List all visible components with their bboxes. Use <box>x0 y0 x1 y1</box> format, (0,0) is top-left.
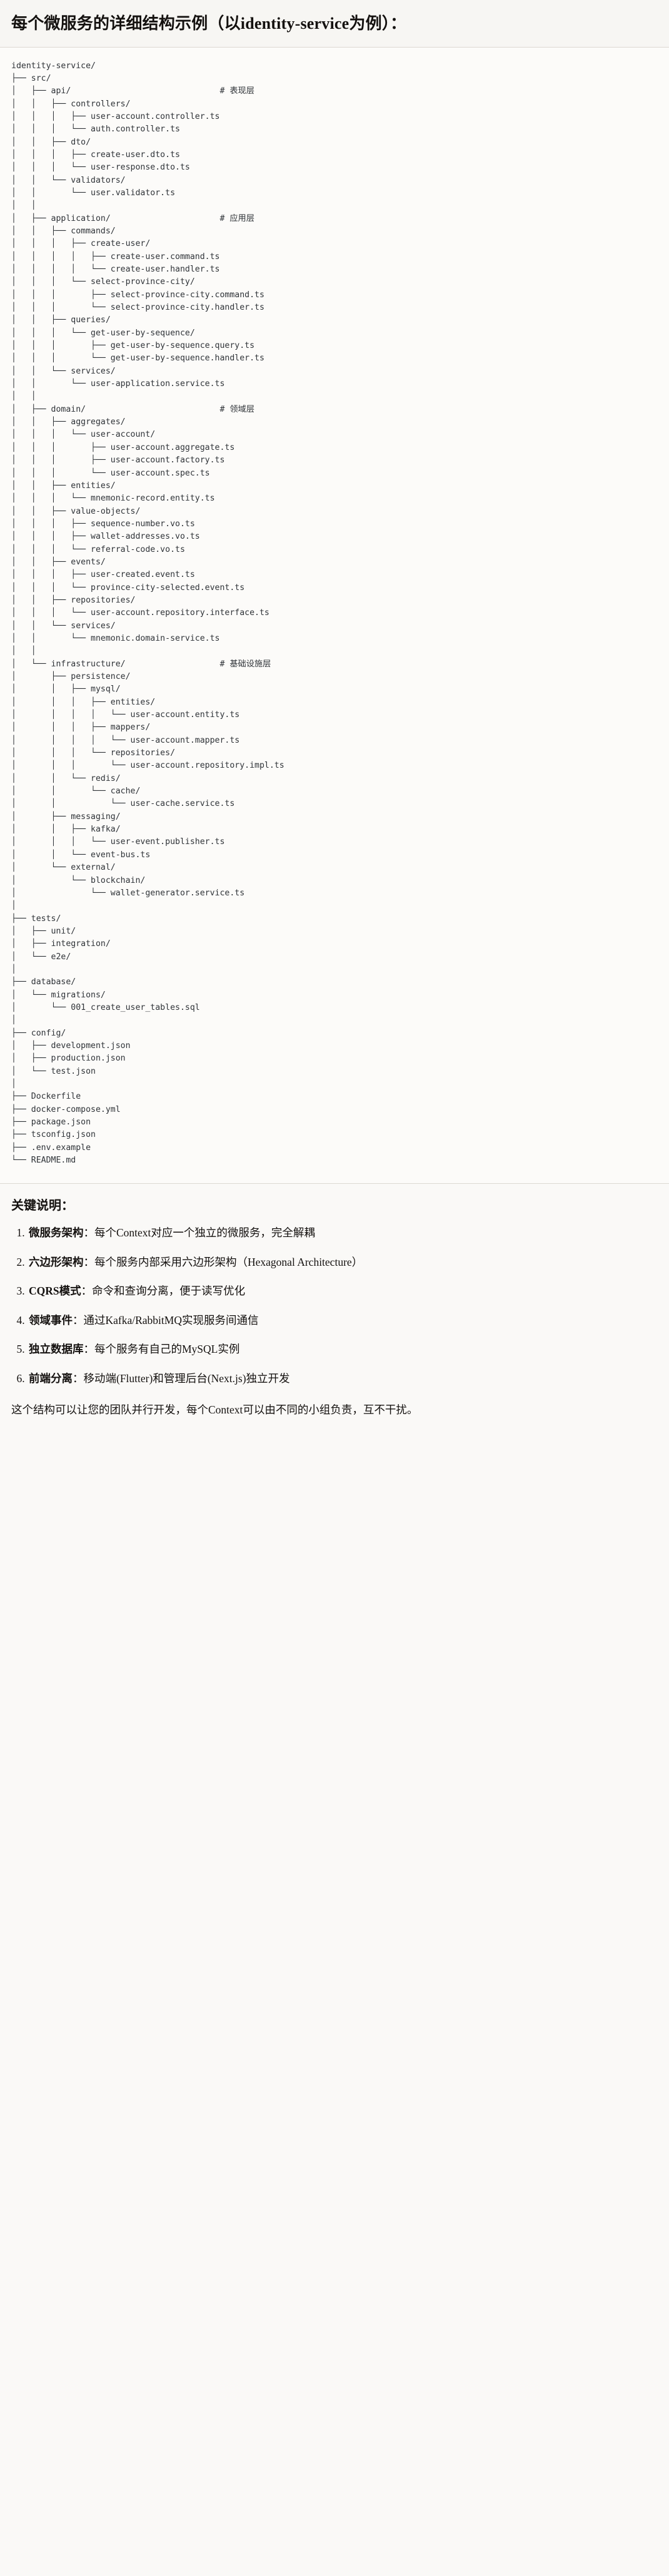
note-term: CQRS模式 <box>29 1285 81 1298</box>
note-separator: ： <box>81 1285 93 1298</box>
note-term: 微服务架构 <box>29 1226 84 1240</box>
note-separator: ： <box>73 1313 84 1326</box>
list-item: CQRS模式：命令和查询分离，便于读写优化 <box>28 1283 658 1299</box>
list-item: 独立数据库：每个服务有自己的MySQL实例 <box>28 1341 658 1357</box>
note-separator: ： <box>83 1343 95 1356</box>
page-title: 每个微服务的详细结构示例（以identity-service为例）： <box>11 14 407 33</box>
note-separator: ： <box>83 1255 95 1268</box>
directory-tree: identity-service/ ├── src/ │ ├── api/ # … <box>11 61 284 1166</box>
list-item: 领域事件：通过Kafka/RabbitMQ实现服务间通信 <box>28 1313 658 1328</box>
note-separator: ： <box>83 1226 95 1240</box>
document-header: 每个微服务的详细结构示例（以identity-service为例）： <box>0 0 669 48</box>
note-description: 每个服务内部采用六边形架构（Hexagonal Architecture） <box>94 1255 363 1268</box>
note-term: 领域事件 <box>29 1313 73 1326</box>
note-description: 移动端(Flutter)和管理后台(Next.js)独立开发 <box>83 1372 290 1385</box>
note-term: 独立数据库 <box>29 1343 84 1356</box>
list-item: 微服务架构：每个Context对应一个独立的微服务，完全解耦 <box>28 1225 658 1241</box>
directory-tree-block: identity-service/ ├── src/ │ ├── api/ # … <box>0 47 669 1184</box>
note-description: 通过Kafka/RabbitMQ实现服务间通信 <box>83 1313 259 1326</box>
key-notes-list: 微服务架构：每个Context对应一个独立的微服务，完全解耦 六边形架构：每个服… <box>11 1225 658 1386</box>
list-item: 前端分离：移动端(Flutter)和管理后台(Next.js)独立开发 <box>28 1371 658 1387</box>
note-description: 每个服务有自己的MySQL实例 <box>94 1343 240 1356</box>
list-item: 六边形架构：每个服务内部采用六边形架构（Hexagonal Architectu… <box>28 1255 658 1270</box>
document-page: 每个微服务的详细结构示例（以identity-service为例）： ident… <box>0 0 669 1435</box>
note-description: 每个Context对应一个独立的微服务，完全解耦 <box>94 1226 315 1240</box>
key-notes-section: 关键说明： 微服务架构：每个Context对应一个独立的微服务，完全解耦 六边形… <box>0 1183 669 1435</box>
note-separator: ： <box>73 1372 84 1385</box>
note-term: 前端分离 <box>29 1372 73 1385</box>
note-description: 命令和查询分离，便于读写优化 <box>92 1285 246 1298</box>
closing-paragraph: 这个结构可以让您的团队并行开发，每个Context可以由不同的小组负责，互不干扰… <box>11 1403 418 1417</box>
note-term: 六边形架构 <box>29 1255 84 1268</box>
key-notes-title: 关键说明： <box>11 1199 74 1213</box>
